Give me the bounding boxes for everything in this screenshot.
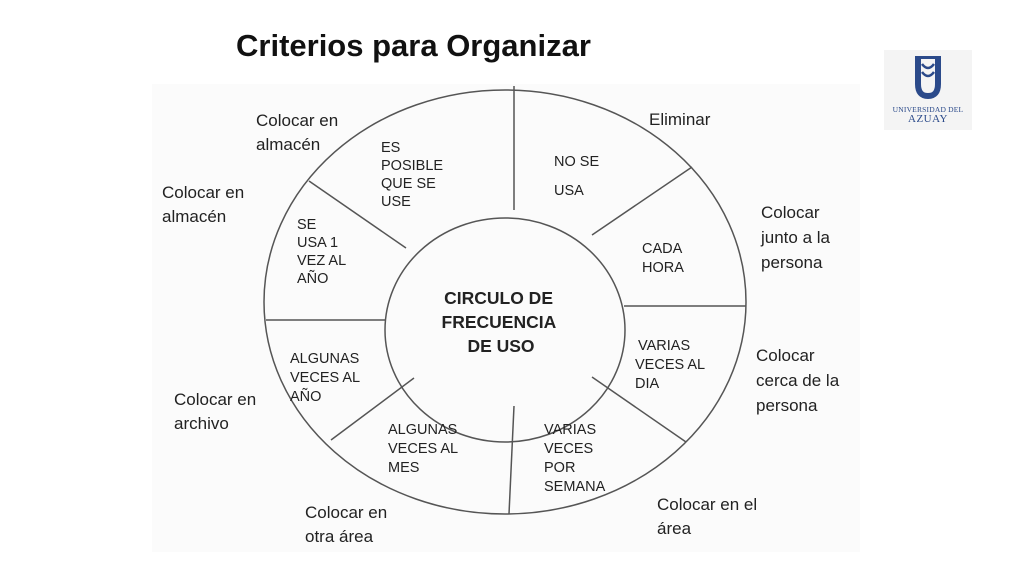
action-text-line: Colocar: [761, 203, 820, 222]
action-text-line: persona: [761, 253, 823, 272]
segment-text-line: ES: [381, 140, 400, 156]
segment-frequency-label: NO SE USA: [554, 154, 603, 199]
segment-action-label: Colocar en otra área: [305, 503, 392, 546]
segment-text-line: VECES: [544, 441, 593, 457]
segment-text-line: VEZ AL: [297, 253, 346, 269]
segment-text-line: POSIBLE: [381, 158, 443, 174]
action-text-line: almacén: [256, 135, 320, 154]
segment-text-line: DIA: [635, 376, 660, 392]
logo-text-line2: AZUAY: [908, 113, 948, 125]
divider-lower-left: [330, 377, 415, 441]
segment-text-line: AÑO: [297, 270, 328, 287]
segment-text-line: NO SE: [554, 154, 599, 170]
slide-title: Criterios para Organizar: [236, 28, 591, 63]
segment-text-line: VECES AL: [290, 370, 360, 386]
action-text-line: Colocar en el: [657, 495, 757, 514]
action-text-line: Colocar en: [174, 390, 256, 409]
segment-action-label: Colocar cerca de la persona: [756, 346, 844, 415]
segment-text-line: VECES AL: [635, 357, 705, 373]
action-text-line: cerca de la: [756, 371, 840, 390]
action-text-line: junto a la: [760, 228, 831, 247]
segment-text-line: USE: [381, 194, 411, 210]
frequency-circle-svg: CIRCULO DE FRECUENCIA DE USO NO SE USA E…: [162, 86, 844, 546]
segment-text-line: HORA: [642, 260, 684, 276]
segment-text-line: ALGUNAS: [388, 422, 457, 438]
frequency-circle-diagram: CIRCULO DE FRECUENCIA DE USO NO SE USA E…: [152, 84, 860, 552]
center-label: CIRCULO DE FRECUENCIA DE USO: [442, 288, 561, 356]
segment-text-line: CADA: [642, 241, 683, 257]
segment-action-label: Colocar en almacén: [256, 111, 343, 154]
segment-frequency-label: VARIAS VECES POR SEMANA: [544, 422, 606, 495]
action-text-line: Colocar: [756, 346, 815, 365]
segment-text-line: USA 1: [297, 235, 338, 251]
segment-text-line: VARIAS: [638, 338, 690, 354]
segment-text-line: SE: [297, 217, 317, 233]
segment-text-line: QUE SE: [381, 176, 436, 192]
segment-action-label: Colocar en almacén: [162, 183, 249, 226]
segment-action-label: Eliminar: [649, 110, 711, 129]
university-logo: UNIVERSIDAD DEL AZUAY: [884, 50, 972, 130]
action-text-line: Colocar en: [162, 183, 244, 202]
segment-frequency-label: ALGUNAS VECES AL AÑO: [290, 351, 364, 405]
segment-text-line: SEMANA: [544, 479, 606, 495]
center-line: DE USO: [467, 336, 534, 356]
segment-text-line: ALGUNAS: [290, 351, 359, 367]
action-text-line: Colocar en: [305, 503, 387, 522]
outer-ring: [263, 89, 747, 515]
divider-bottom: [508, 405, 515, 515]
segment-text-line: MES: [388, 460, 419, 476]
action-text-line: almacén: [162, 207, 226, 226]
action-text-line: otra área: [305, 527, 374, 546]
segment-frequency-label: ES POSIBLE QUE SE USE: [381, 140, 447, 210]
segment-action-label: Colocar en archivo: [174, 390, 261, 433]
segment-frequency-label: ALGUNAS VECES AL MES: [388, 422, 462, 476]
segment-frequency-label: CADA HORA: [642, 241, 686, 276]
segment-frequency-label: VARIAS VECES AL DIA: [635, 338, 709, 392]
center-line: FRECUENCIA: [442, 312, 557, 332]
action-text-line: Colocar en: [256, 111, 338, 130]
logo-text-line1: UNIVERSIDAD DEL: [892, 105, 964, 114]
center-line: CIRCULO DE: [444, 288, 553, 308]
segment-text-line: AÑO: [290, 388, 321, 405]
action-text-line: Eliminar: [649, 110, 711, 129]
university-crest-icon: [915, 56, 941, 100]
divider-lower-right: [591, 376, 687, 443]
action-text-line: archivo: [174, 414, 229, 433]
segment-text-line: VARIAS: [544, 422, 596, 438]
inner-circle: [384, 217, 626, 443]
segment-text-line: POR: [544, 460, 575, 476]
divider-upper-left: [308, 180, 407, 249]
segment-text-line: VECES AL: [388, 441, 458, 457]
divider-upper-right: [591, 166, 693, 236]
segment-action-label: Colocar junto a la persona: [760, 203, 835, 272]
segment-text-line: USA: [554, 183, 584, 199]
action-text-line: área: [657, 519, 692, 538]
action-text-line: persona: [756, 396, 818, 415]
segment-action-label: Colocar en el área: [657, 495, 762, 538]
segment-frequency-label: SE USA 1 VEZ AL AÑO: [297, 217, 350, 287]
